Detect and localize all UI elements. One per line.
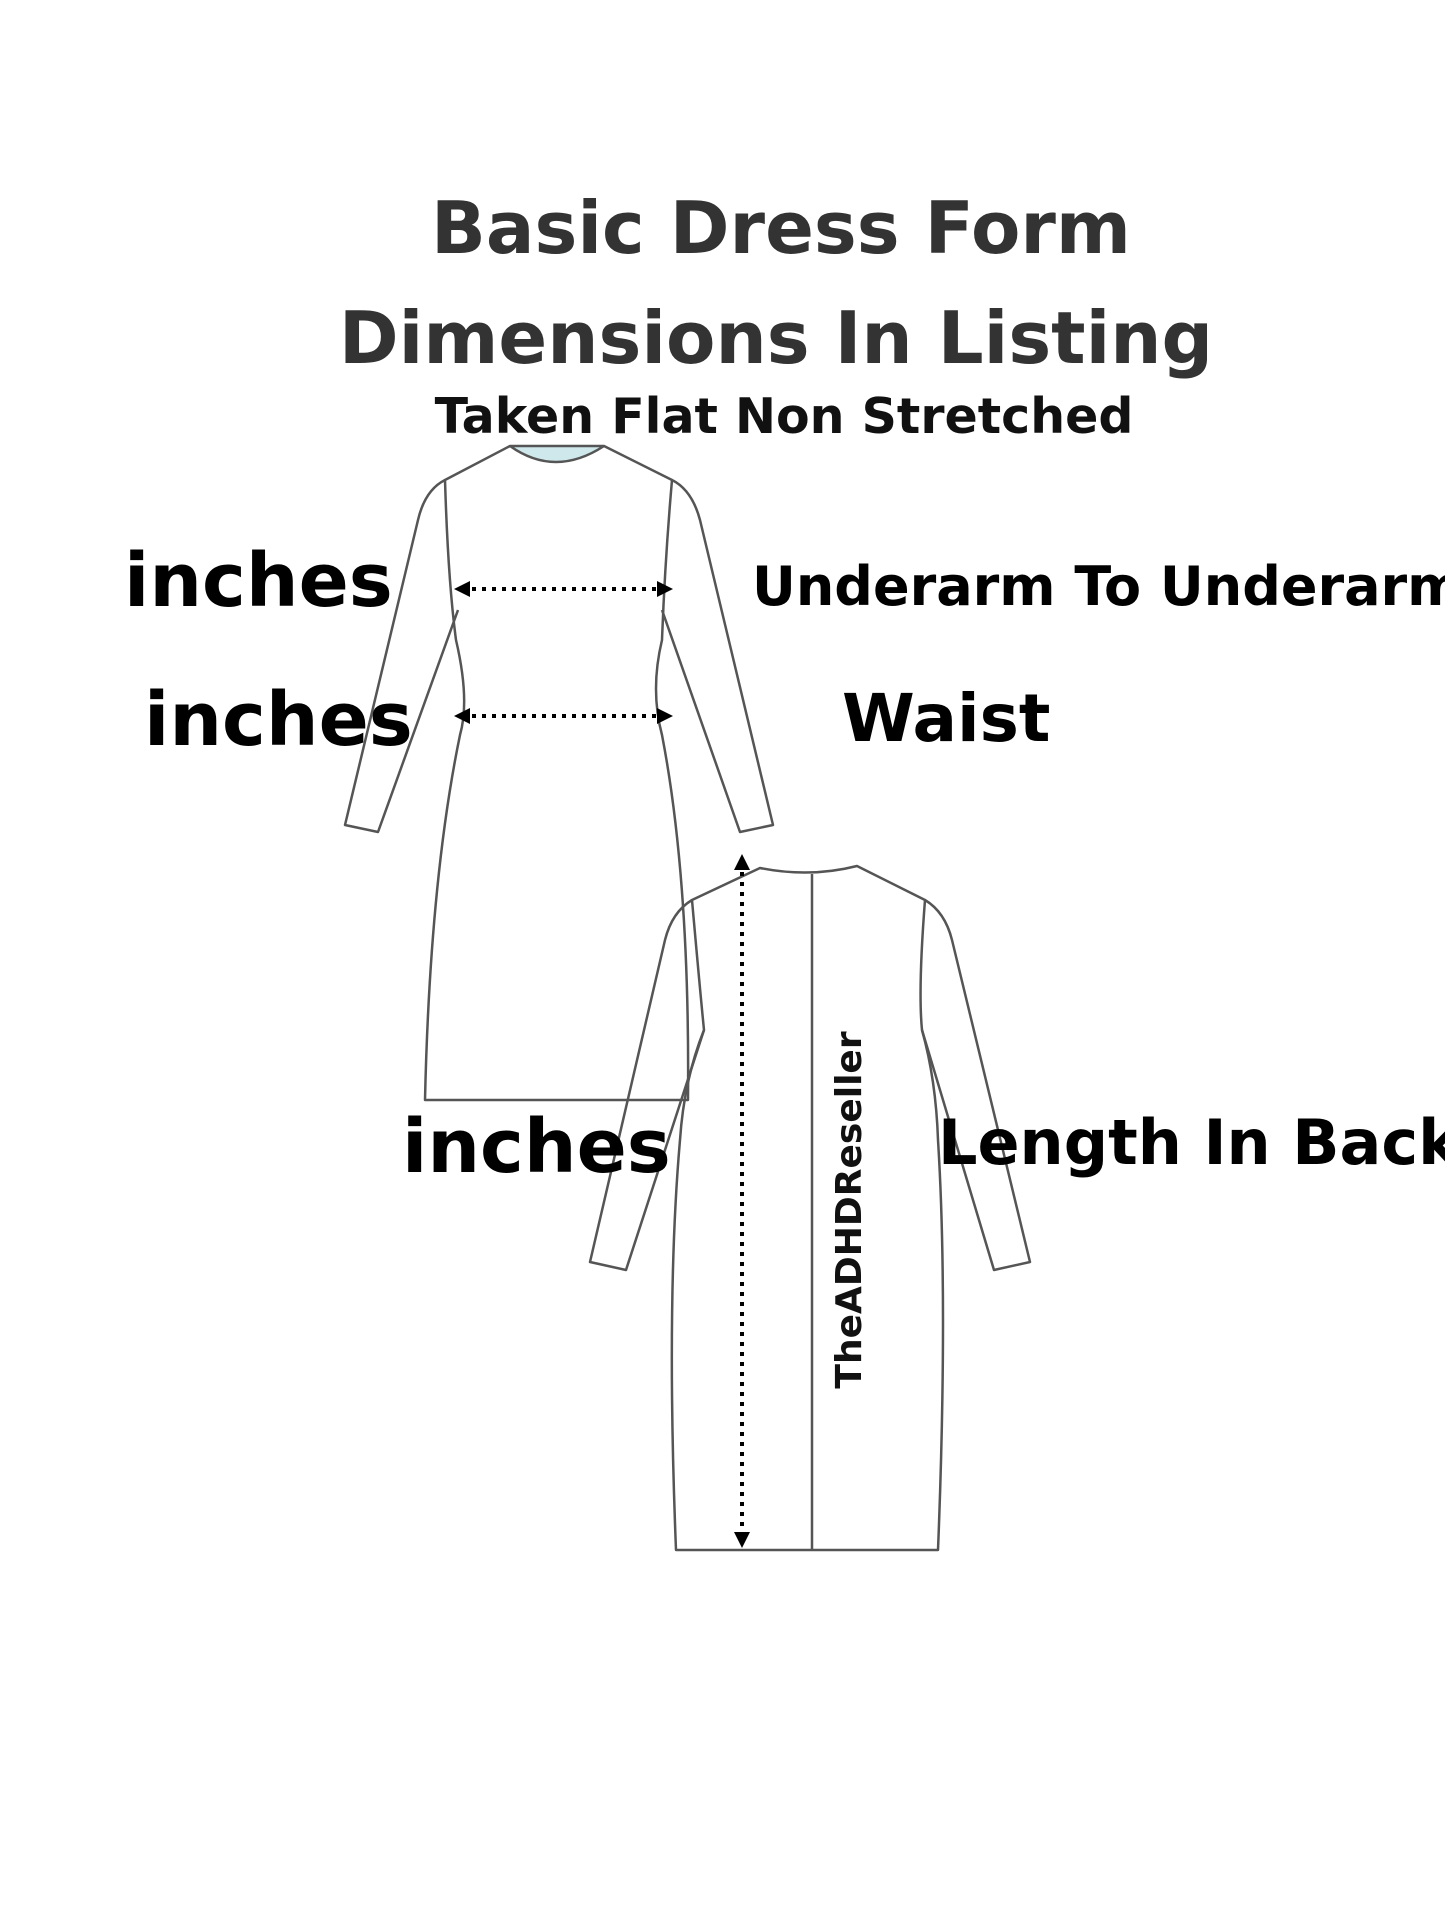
waist-label: Waist bbox=[842, 680, 1051, 757]
front-collar bbox=[508, 444, 606, 464]
length-inches-label: inches bbox=[402, 1104, 671, 1190]
subtitle: Taken Flat Non Stretched bbox=[434, 388, 1134, 445]
back-dress-outline bbox=[588, 864, 1032, 1552]
underarm-inches-label: inches bbox=[124, 538, 393, 624]
underarm-to-underarm-label: Underarm To Underarm bbox=[752, 555, 1445, 618]
title-line-1: Basic Dress Form bbox=[431, 186, 1131, 270]
waist-inches-label: inches bbox=[144, 677, 413, 763]
front-dress-outline bbox=[343, 444, 775, 1102]
watermark-text: TheADHDReseller bbox=[829, 1031, 870, 1389]
length-in-back-label: Length In Back bbox=[938, 1106, 1445, 1179]
title-line-2: Dimensions In Listing bbox=[338, 296, 1214, 380]
